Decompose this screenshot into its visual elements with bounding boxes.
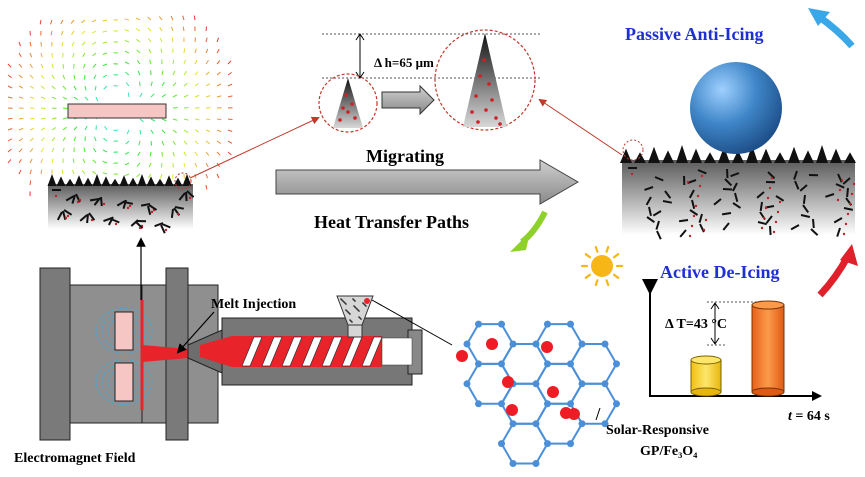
graphene-lattice [456,320,620,467]
zoom-connector-left [189,116,320,179]
magnet-bar [67,103,167,119]
time-suffix: = 64 s [792,409,830,424]
passive-label: Passive Anti-Icing [625,24,764,44]
active-label: Active De-Icing [660,262,779,282]
blue-arrow [815,13,855,49]
injection-machine [39,267,423,441]
solar-label-line2: GP/Fe₃O₄ [640,444,698,459]
migrating-label: Migrating [366,146,444,166]
heat-paths-label: Heat Transfer Paths [314,212,469,232]
delta-t-label: Δ T=43 °C [665,317,727,332]
delta-h-label: Δ h=65 μm [374,55,434,70]
zoom-connector-right [538,98,623,156]
small-cone-circle [318,73,378,133]
cone-growth-zoom [318,29,540,133]
time-prefix: t [788,409,793,424]
zoom-circle-right [622,139,644,161]
left-surface-sample [47,172,195,234]
hopper-connector [371,299,453,346]
time-label: t = 64 s [788,409,830,424]
temperature-inset [642,279,822,401]
growth-arrow [381,84,435,116]
solar-label-line1: Solar-Responsive [606,423,709,438]
zoom-circle-small [174,172,192,190]
lower-magnet [114,362,134,402]
melt-injection-label: Melt Injection [211,297,296,312]
large-cone-circle [434,29,536,131]
sun-icon [580,245,624,287]
water-droplet [690,62,782,154]
yellow-cylinder [690,359,722,393]
right-surface-sample [620,62,856,240]
upper-magnet [114,311,134,351]
melt-pointer [176,311,215,354]
migrating-arrow [275,159,579,205]
electromagnet-label: Electromagnet Field [14,451,136,466]
orange-cylinder [751,304,785,393]
red-arrow [817,254,852,298]
